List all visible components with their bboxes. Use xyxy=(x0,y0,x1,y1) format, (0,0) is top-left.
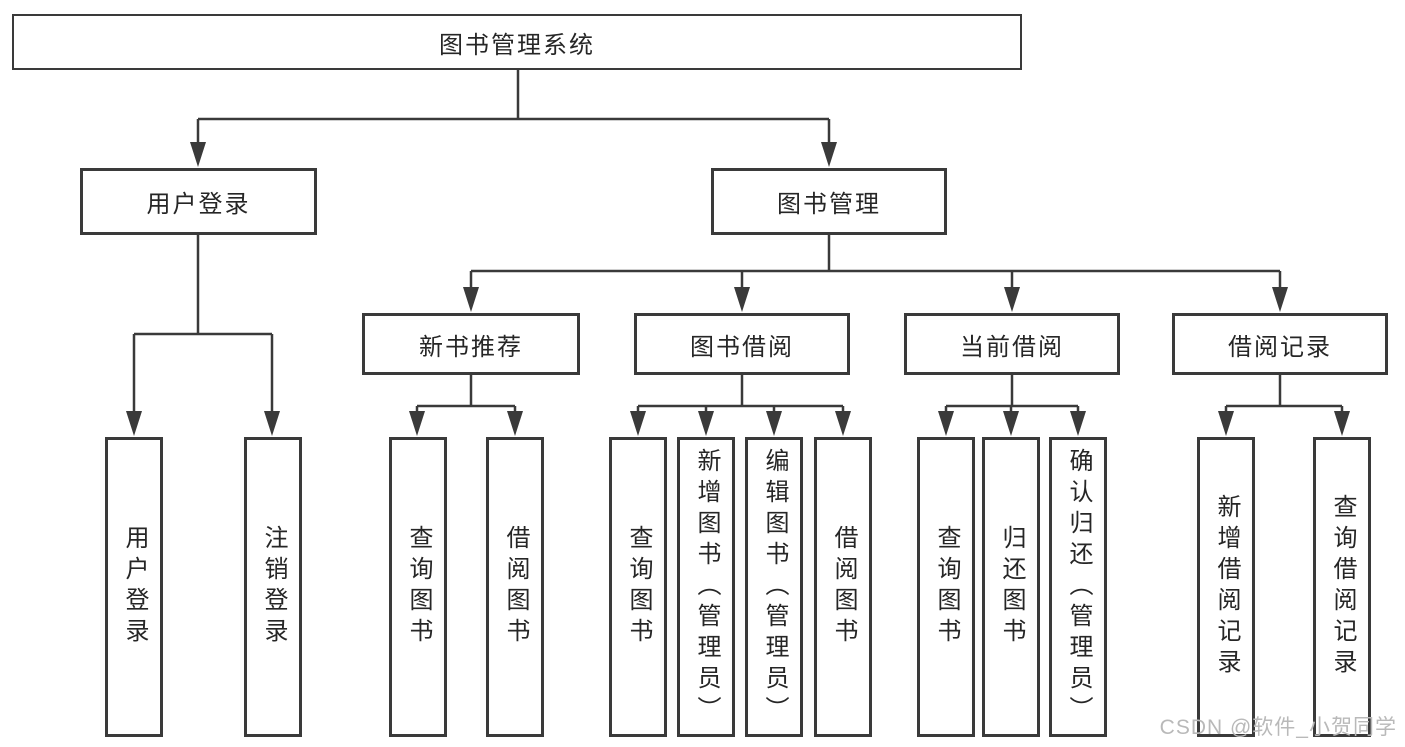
node-leaf-logout: 注销登录 xyxy=(244,437,302,737)
node-current-borrow: 当前借阅 xyxy=(904,313,1120,375)
node-leaf-cb-query-book: 查询图书 xyxy=(917,437,975,737)
node-leaf-br-add-record: 新增借阅记录 xyxy=(1197,437,1255,737)
node-label: 归还图书 xyxy=(998,525,1025,649)
csdn-watermark: CSDN @软件_小贺同学 xyxy=(1159,716,1397,739)
node-label: 用户登录 xyxy=(121,525,148,649)
node-leaf-bb-add-book-admin: 新增图书（管理员） xyxy=(677,437,735,737)
node-leaf-br-query-record: 查询借阅记录 xyxy=(1313,437,1371,737)
node-label: 新增图书（管理员） xyxy=(693,447,720,727)
node-label: 查询图书 xyxy=(405,525,432,649)
node-root: 图书管理系统 xyxy=(12,14,1022,70)
node-book-management-branch: 图书管理 xyxy=(711,168,947,235)
node-label: 图书管理 xyxy=(777,191,881,218)
node-label: 查询借阅记录 xyxy=(1329,494,1356,680)
node-label: 图书管理系统 xyxy=(439,31,595,59)
node-label: 注销登录 xyxy=(260,525,287,649)
node-user-login-branch: 用户登录 xyxy=(80,168,317,235)
node-label: 用户登录 xyxy=(146,191,251,218)
node-label: 借阅图书 xyxy=(502,525,529,649)
node-leaf-bb-edit-book-admin: 编辑图书（管理员） xyxy=(745,437,803,737)
node-leaf-cb-return-book: 归还图书 xyxy=(982,437,1040,737)
node-label: 新增借阅记录 xyxy=(1213,494,1240,680)
node-borrow-record: 借阅记录 xyxy=(1172,313,1388,375)
node-leaf-cb-confirm-return-admin: 确认归还（管理员） xyxy=(1049,437,1107,737)
node-leaf-nb-query-book: 查询图书 xyxy=(389,437,447,737)
node-label: 确认归还（管理员） xyxy=(1065,447,1092,727)
node-label: 编辑图书（管理员） xyxy=(761,447,788,727)
node-leaf-user-login: 用户登录 xyxy=(105,437,163,737)
node-label: 图书借阅 xyxy=(690,333,794,361)
node-leaf-bb-borrow-book: 借阅图书 xyxy=(814,437,872,737)
node-label: 当前借阅 xyxy=(960,333,1064,361)
node-label: 借阅图书 xyxy=(830,525,857,649)
node-leaf-nb-borrow-book: 借阅图书 xyxy=(486,437,544,737)
node-label: 新书推荐 xyxy=(419,333,523,361)
node-label: 查询图书 xyxy=(625,525,652,649)
node-leaf-bb-query-book: 查询图书 xyxy=(609,437,667,737)
node-book-borrow: 图书借阅 xyxy=(634,313,850,375)
node-label: 借阅记录 xyxy=(1228,333,1332,361)
node-new-book-recommend: 新书推荐 xyxy=(362,313,580,375)
arrowheads xyxy=(126,142,1350,436)
node-label: 查询图书 xyxy=(933,525,960,649)
